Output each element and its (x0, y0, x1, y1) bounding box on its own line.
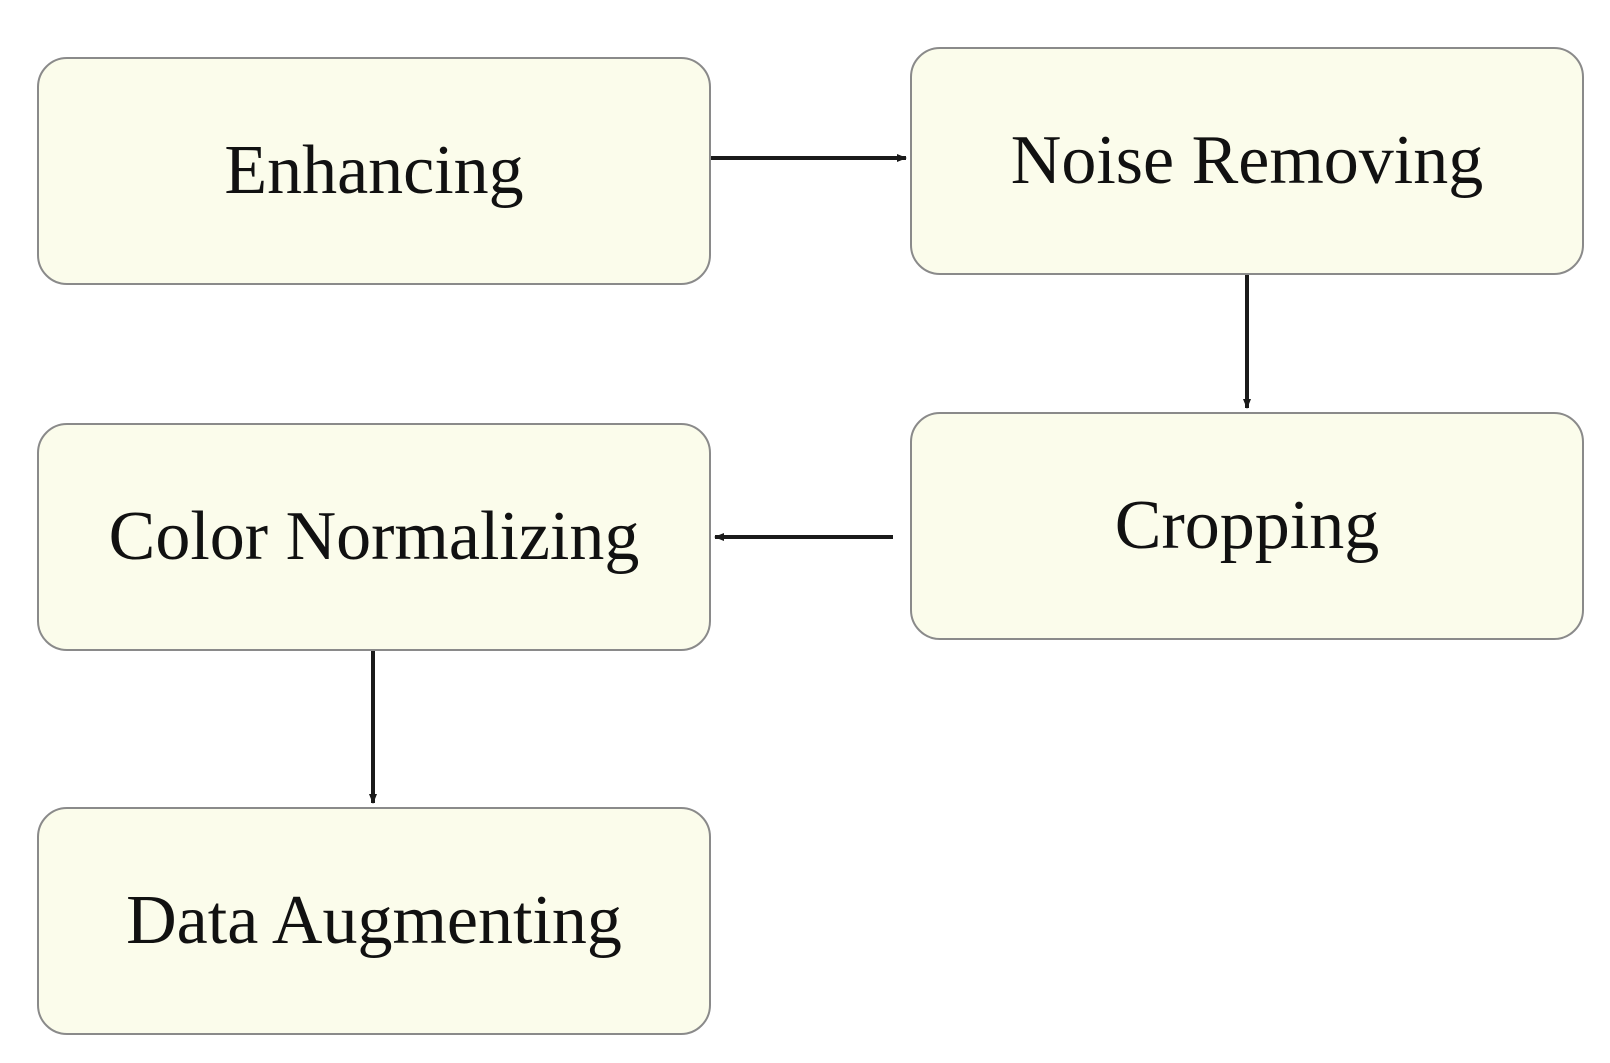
step-color-normalizing-label: Color Normalizing (108, 498, 640, 575)
step-cropping-label: Cropping (1114, 487, 1380, 564)
step-cropping-box: Cropping (910, 412, 1584, 640)
step-enhancing-label: Enhancing (224, 132, 524, 209)
step-data-augmenting-label: Data Augmenting (126, 882, 622, 959)
step-enhancing-box: Enhancing (37, 57, 711, 285)
step-noise-removing-box: Noise Removing (910, 47, 1584, 275)
step-noise-removing-label: Noise Removing (1010, 122, 1484, 199)
step-data-augmenting-box: Data Augmenting (37, 807, 711, 1035)
step-color-normalizing-box: Color Normalizing (37, 423, 711, 651)
